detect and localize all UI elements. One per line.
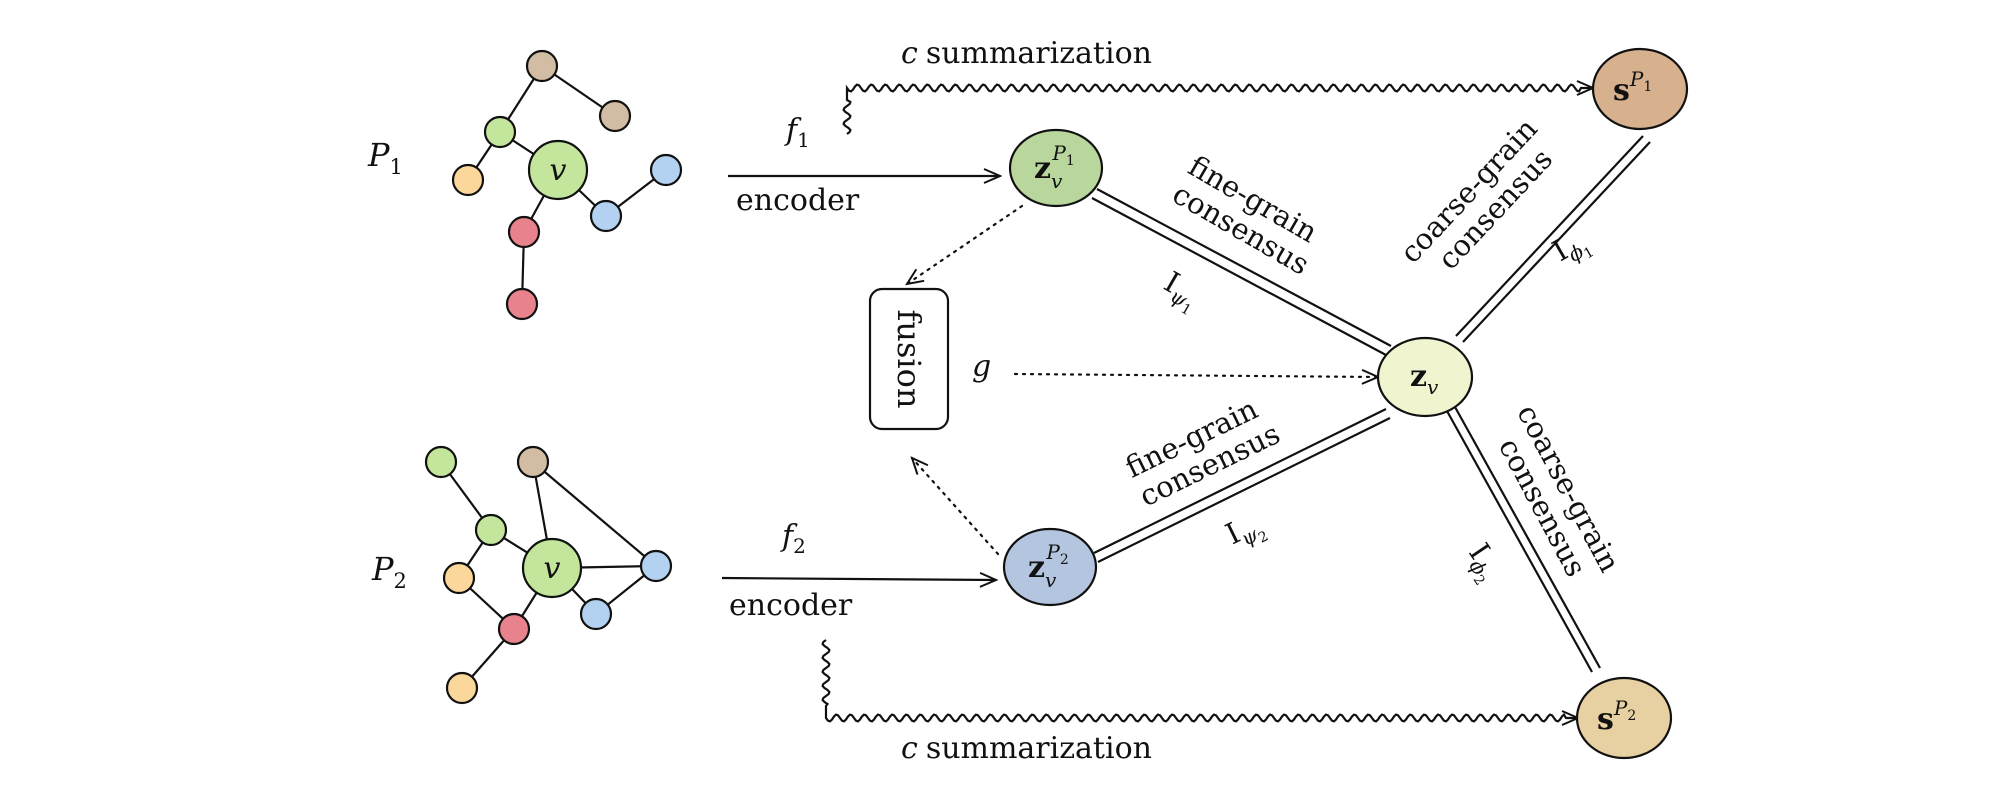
z-v-node: zv	[1376, 336, 1474, 418]
graph-node-tan	[598, 99, 632, 133]
z-v-label: zv	[1410, 359, 1439, 399]
graph-node-tan	[525, 49, 559, 83]
s-p1-node: sP1	[1591, 47, 1689, 131]
graph-node-green	[474, 513, 508, 547]
graph-center-node	[521, 537, 583, 599]
dotted-arrow-g	[1013, 374, 1378, 377]
coarse-grain-consensus-bottom-label: coarse-grain consensus	[1482, 399, 1631, 601]
fine-grain-consensus-bottom-label: fine-grain consensus	[1120, 387, 1285, 513]
encoder-f2-label: encoder	[729, 588, 853, 623]
graph-p1: v P1	[367, 49, 683, 321]
graph-node-red	[507, 215, 541, 249]
graph-node-green	[424, 445, 458, 479]
graph-node-red	[505, 287, 539, 321]
graph-node-blue	[579, 597, 613, 631]
graph-p2-label: P2	[371, 550, 407, 593]
z-p1-node: zvP1	[1008, 128, 1104, 208]
z-p2-node: zvP2	[1002, 527, 1098, 607]
encoder-f2-name: f2	[780, 519, 806, 558]
encoder-arrow-f2	[721, 578, 996, 580]
graph-center-node	[527, 139, 589, 201]
fusion-g-label: g	[972, 349, 991, 384]
encoder-f1-name: f1	[784, 113, 810, 152]
s-p1-label: sP1	[1613, 67, 1652, 108]
encoder-f1-label: encoder	[736, 183, 860, 218]
graph-center-label: v	[544, 551, 561, 586]
graph-node-orange	[445, 671, 479, 705]
double-line-fine-top	[1091, 188, 1392, 356]
s-p2-label: sP2	[1597, 696, 1636, 737]
graph-p2: v P2	[371, 445, 673, 705]
z-p2-label: zvP2	[1028, 540, 1069, 592]
fine-grain-consensus-top-label: fine-grain consensus	[1167, 149, 1332, 282]
graph-node-tan	[516, 445, 550, 479]
graph-p1-label: P1	[367, 136, 403, 179]
s-p2-node: sP2	[1575, 676, 1673, 760]
i-psi1-label: Iψ1	[1155, 265, 1207, 319]
double-line-coarse-top	[1455, 135, 1651, 343]
graph-node-green	[483, 115, 517, 149]
i-phi2-label: Iϕ2	[1456, 537, 1510, 589]
graph-node-orange	[442, 561, 476, 595]
dotted-arrow-z-p1-to-fusion	[907, 204, 1024, 284]
summarization-arrow-top	[842, 85, 1593, 135]
summarization-arrow-bottom	[821, 639, 1578, 721]
dotted-arrow-z-p2-to-fusion	[912, 458, 1000, 556]
graph-center-label: v	[550, 153, 567, 188]
graph-node-blue	[639, 549, 673, 583]
i-psi2-label: Iψ2	[1220, 505, 1271, 559]
graph-node-red	[497, 612, 531, 646]
graph-node-blue	[589, 199, 623, 233]
coarse-grain-consensus-top-label: coarse-grain consensus	[1393, 105, 1573, 292]
graph-node-orange	[451, 163, 485, 197]
double-line-fine-bottom	[1093, 408, 1391, 563]
graph-node-blue	[649, 153, 683, 187]
fusion-box: fusion	[868, 287, 950, 431]
fusion-label: fusion	[890, 310, 928, 409]
z-p1-label: zvP1	[1034, 141, 1075, 193]
double-line-coarse-bottom	[1441, 397, 1601, 673]
